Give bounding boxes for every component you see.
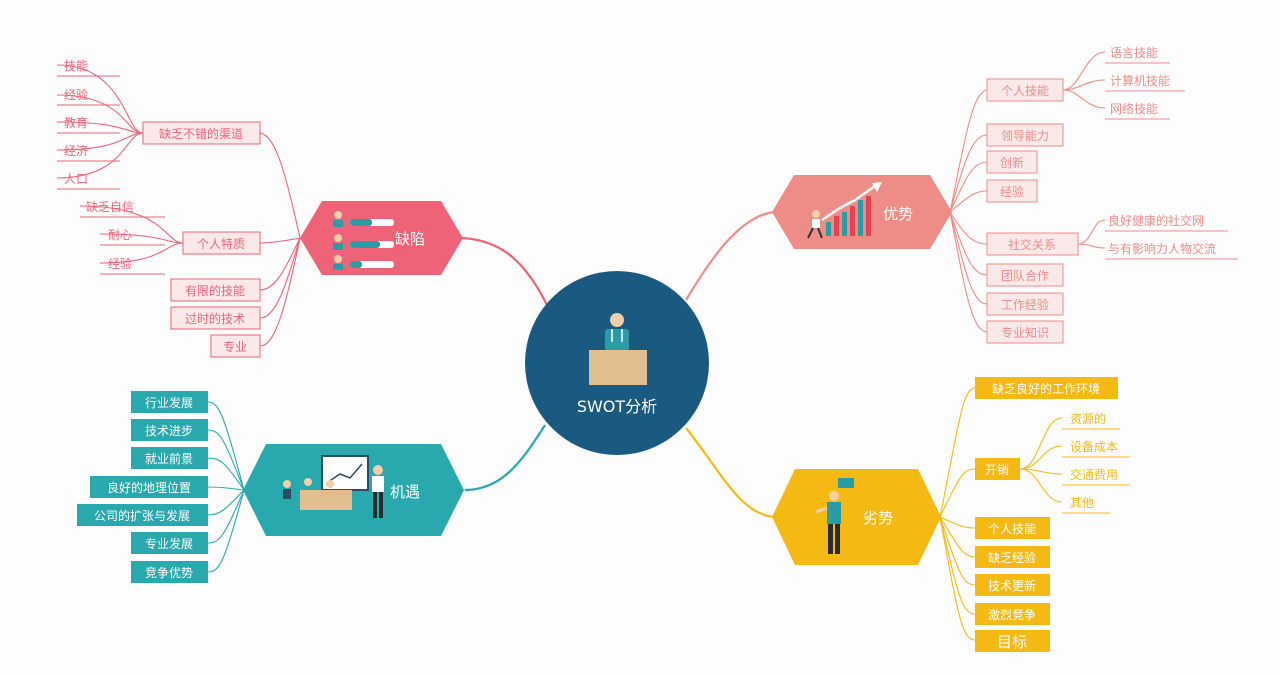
strong-item-box-5[interactable]: 专业知识 [986,320,1064,344]
svg-text:激烈竞争: 激烈竞争 [988,608,1036,622]
strong-g1-leaf-2: 网络技能 [1110,101,1158,116]
strong-g1-leaf-0: 语言技能 [1110,46,1158,60]
threat-branch: 资源的 设备成本 交通费用 其他 缺乏良好的工作环境 开销 个人技能 缺乏经验 … [772,377,1130,652]
opp-item-box-3[interactable]: 良好的地理位置 [90,476,208,498]
opp-item-box-1[interactable]: 技术进步 [131,419,208,441]
weakness-label: 缺陷 [395,230,425,248]
threat-item-box-3[interactable]: 技术更新 [975,574,1050,596]
weak-item-box-0[interactable]: 有限的技能 [170,278,261,302]
weak-group-box-0[interactable]: 缺乏不错的渠道 [142,121,261,145]
presentation-icon [283,455,384,518]
strong-item-box-0[interactable]: 领导能力 [986,123,1064,147]
link-center-threat [685,427,776,519]
weakness-branch: 技能 经验 教育 经济 人口 缺乏自信 耐心 经验 缺乏不错的渠道 个人特质 有… [56,59,463,358]
strong-item-box-3[interactable]: 团队合作 [986,263,1064,287]
opportunity-node[interactable]: 机遇 [243,444,464,536]
opp-item-box-6[interactable]: 竞争优势 [131,561,208,583]
people-icon [333,211,394,270]
weak-g2-leaf-2: 经验 [108,256,132,271]
svg-text:经验: 经验 [1000,184,1024,199]
svg-text:缺乏不错的渠道: 缺乏不错的渠道 [159,126,243,141]
weak-group-box-1[interactable]: 个人特质 [182,231,261,255]
strong-g2-leaf-1: 与有影响力人物交流 [1108,241,1216,256]
center-label: SWOT分析 [577,397,657,416]
svg-text:创新: 创新 [1000,155,1024,170]
svg-text:过时的技术: 过时的技术 [185,311,245,326]
speaker-at-podium-icon [589,313,647,385]
svg-text:个人特质: 个人特质 [197,236,245,251]
svg-text:竞争优势: 竞争优势 [145,566,193,580]
threat-node[interactable]: 劣势 [772,469,941,565]
opp-item-box-5[interactable]: 专业发展 [131,532,208,554]
strength-branch: 语言技能 计算机技能 网络技能 良好健康的社交网 与有影响力人物交流 个人技能 … [772,46,1238,344]
weak-item-box-1[interactable]: 过时的技术 [170,306,261,330]
growth-chart-icon [807,182,882,239]
svg-text:良好的地理位置: 良好的地理位置 [107,480,191,495]
strong-item-box-4[interactable]: 工作经验 [986,292,1064,316]
svg-text:专业发展: 专业发展 [145,536,193,551]
person-thinking-icon [815,478,854,554]
opp-item-box-2[interactable]: 就业前景 [131,447,208,469]
svg-text:技术更新: 技术更新 [988,578,1036,593]
svg-text:公司的扩张与发展: 公司的扩张与发展 [94,508,190,523]
center-node[interactable]: SWOT分析 [525,271,709,455]
threat-item-box-1[interactable]: 个人技能 [975,517,1050,539]
svg-text:有限的技能: 有限的技能 [185,283,245,298]
opportunity-label: 机遇 [390,483,420,501]
weak-g1-leaf-1: 经验 [64,87,88,102]
weak-g1-leaf-2: 教育 [64,115,88,130]
svg-text:专业知识: 专业知识 [1001,325,1049,340]
svg-text:开销: 开销 [985,463,1009,477]
threat-g1-leaf-0: 资源的 [1070,411,1106,426]
threat-item-box-4[interactable]: 激烈竞争 [975,603,1050,625]
threat-g1-leaf-2: 交通费用 [1070,467,1118,482]
threat-group-box-0[interactable]: 开销 [975,458,1020,480]
weakness-node[interactable]: 缺陷 [300,201,463,275]
svg-text:专业: 专业 [223,339,247,354]
svg-text:就业前景: 就业前景 [145,451,193,466]
svg-text:个人技能: 个人技能 [1001,84,1049,98]
weak-item-box-2[interactable]: 专业 [210,334,261,358]
opp-item-box-4[interactable]: 公司的扩张与发展 [77,504,208,526]
svg-text:目标: 目标 [997,633,1027,651]
threat-item-box-0[interactable]: 缺乏良好的工作环境 [975,377,1118,399]
link-center-opp [464,424,546,492]
threat-item-box-5[interactable]: 目标 [975,630,1050,652]
svg-text:团队合作: 团队合作 [1001,268,1049,283]
strong-item-box-2[interactable]: 经验 [986,179,1038,203]
threat-g1-leaf-1: 设备成本 [1070,440,1118,454]
threat-item-box-2[interactable]: 缺乏经验 [975,546,1050,568]
svg-text:缺乏经验: 缺乏经验 [988,550,1036,565]
threat-label: 劣势 [863,509,893,527]
svg-text:工作经验: 工作经验 [1001,297,1049,312]
link-center-weak [461,236,549,308]
strong-g1-leaf-1: 计算机技能 [1110,73,1170,88]
weak-g1-leaf-3: 经济 [64,143,88,158]
svg-text:缺乏良好的工作环境: 缺乏良好的工作环境 [992,381,1100,396]
weak-g1-leaf-0: 技能 [64,59,88,73]
threat-g1-leaf-3: 其他 [1070,496,1094,510]
svg-text:行业发展: 行业发展 [145,395,193,410]
opportunity-branch: 行业发展 技术进步 就业前景 良好的地理位置 公司的扩张与发展 专业发展 竞争优… [77,391,464,583]
svg-text:技术进步: 技术进步 [145,424,193,438]
strong-g2-leaf-0: 良好健康的社交网 [1108,213,1204,228]
strong-group-box-0[interactable]: 个人技能 [986,78,1064,102]
weak-g2-leaf-1: 耐心 [108,228,132,242]
svg-text:领导能力: 领导能力 [1001,129,1049,143]
link-center-strong [685,210,776,301]
strong-item-box-1[interactable]: 创新 [986,150,1038,174]
svg-text:社交关系: 社交关系 [1008,237,1056,252]
weak-g2-leaf-0: 缺乏自信 [86,199,134,214]
strong-group-box-1[interactable]: 社交关系 [986,232,1079,256]
weak-g1-leaf-4: 人口 [64,172,88,186]
svg-text:个人技能: 个人技能 [988,522,1036,536]
strength-label: 优势 [883,205,913,223]
strength-node[interactable]: 优势 [772,175,952,249]
opp-item-box-0[interactable]: 行业发展 [131,391,208,413]
